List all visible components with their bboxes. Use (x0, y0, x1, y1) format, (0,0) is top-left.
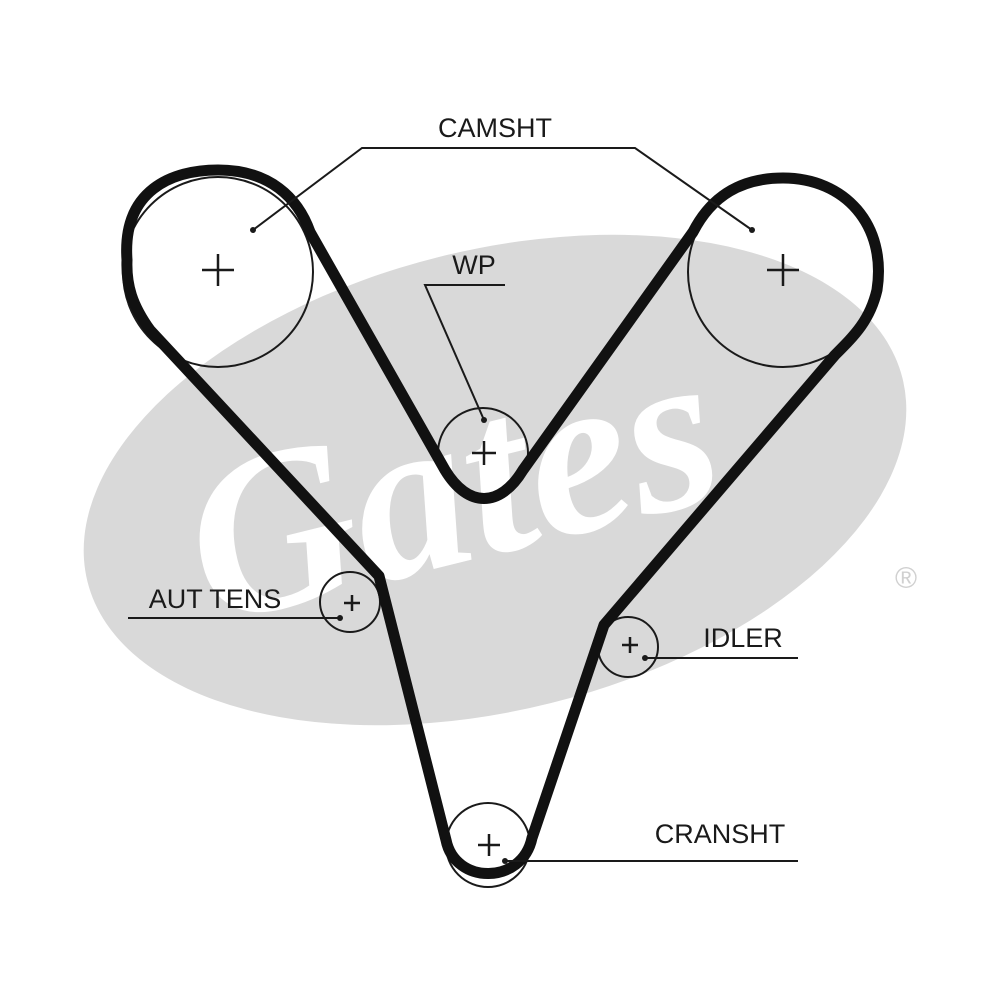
label-camshaft: CAMSHT (438, 113, 552, 143)
center-mark-idler (622, 637, 638, 653)
leader-dot-water-pump (481, 417, 487, 423)
center-mark-camshaft-left (202, 254, 234, 286)
label-idler: IDLER (703, 623, 783, 653)
center-mark-water-pump (472, 441, 496, 465)
label-crankshaft: CRANSHT (655, 819, 786, 849)
label-auto-tensioner: AUT TENS (149, 584, 282, 614)
center-mark-camshaft-right (767, 254, 799, 286)
leader-lines (128, 147, 798, 862)
leader-dot-idler (642, 655, 648, 661)
leader-dot-crankshaft (502, 858, 508, 864)
leader-line-water-pump (423, 284, 505, 421)
watermark-registered-mark: ® (895, 562, 917, 595)
watermark-ellipse (83, 234, 907, 726)
center-mark-auto-tensioner (344, 595, 360, 611)
leader-line-camshaft (252, 147, 753, 231)
leader-dot-auto-tensioner (337, 615, 343, 621)
leader-dot-camshaft-right (749, 227, 755, 233)
label-water-pump: WP (452, 250, 496, 280)
center-marks (202, 254, 799, 856)
leader-dots (250, 227, 755, 864)
leader-dot-camshaft-left (250, 227, 256, 233)
timing-belt (121, 164, 884, 879)
center-mark-crankshaft (478, 834, 500, 856)
